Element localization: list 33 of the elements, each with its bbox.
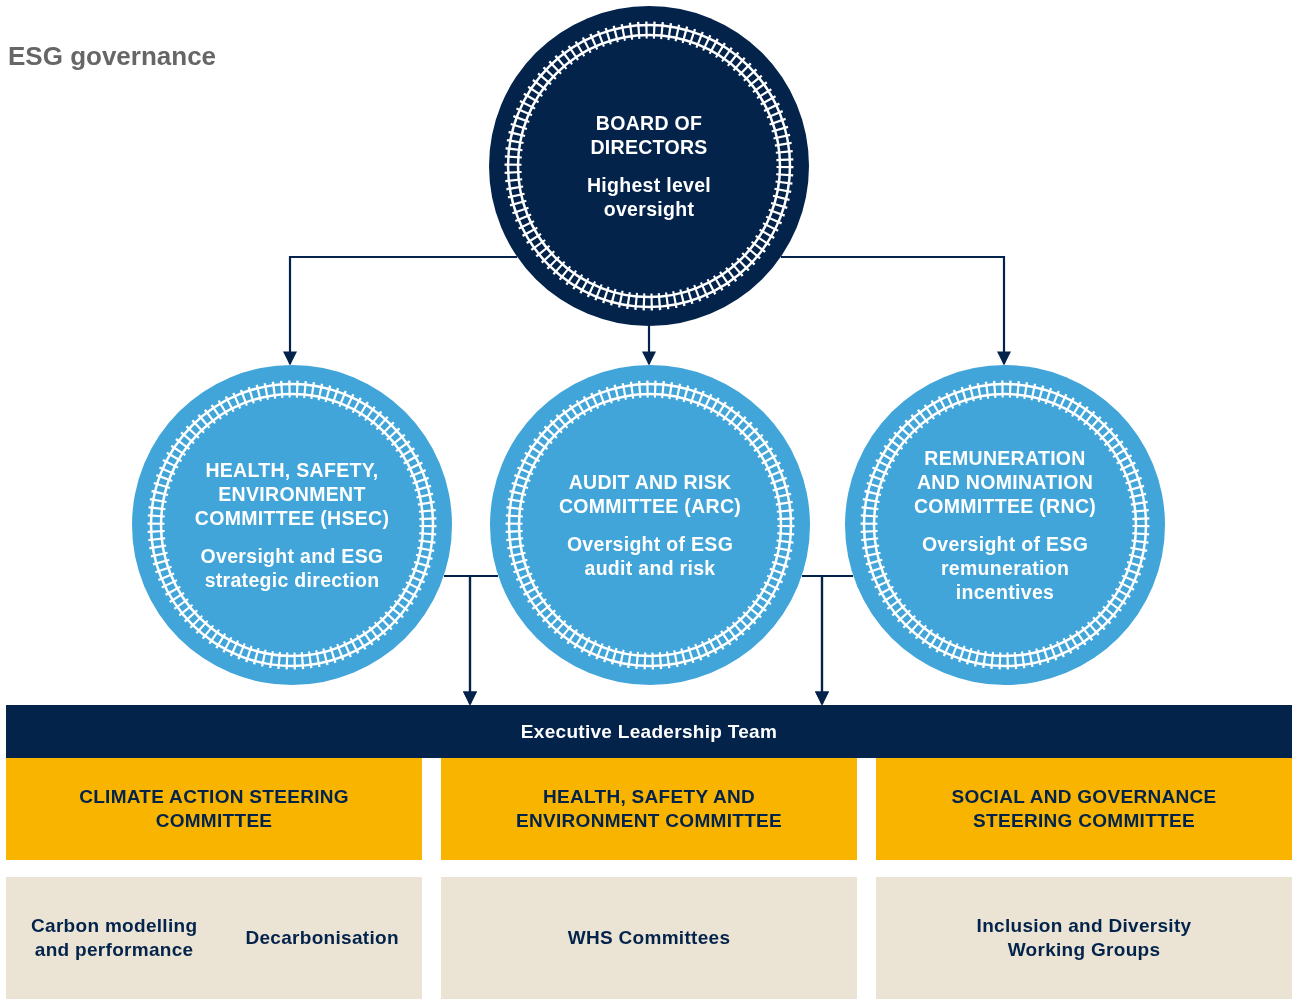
title: ESG governance — [8, 40, 218, 72]
committee-description: Oversight and ESG strategic direction — [199, 544, 385, 592]
committee-title: REMUNERATION AND NOMINATION COMMITTEE (RNC) — [912, 446, 1098, 518]
arrow — [463, 574, 498, 706]
working-group-box — [441, 877, 857, 999]
committee-title: AUDIT AND RISK COMMITTEE (ARC) — [557, 470, 743, 518]
committee-name: SOCIAL AND GOVERNANCE STEERING COMMITTEE — [950, 785, 1218, 833]
group-name: Inclusion and Diversity Working Groups — [975, 914, 1193, 962]
arrow — [815, 574, 853, 706]
committee-circle — [490, 365, 810, 685]
steering-committee-box — [6, 758, 422, 860]
steering-committee-box — [441, 758, 857, 860]
working-group-box — [876, 877, 1292, 999]
steering-committee-box — [876, 758, 1292, 860]
committee-description: Oversight of ESG audit and risk — [565, 532, 735, 580]
committee-circle — [132, 365, 452, 685]
committee-name: CLIMATE ACTION STEERING COMMITTEE — [78, 785, 350, 833]
group-name: WHS Committees — [567, 926, 731, 950]
working-group-box — [6, 877, 422, 999]
arrow — [283, 255, 517, 366]
band-title: Executive Leadership Team — [520, 719, 778, 744]
committee-description: Highest level oversight — [585, 173, 713, 221]
committee-description: Oversight of ESG remuneration incentives — [920, 532, 1090, 604]
board-title: BOARD OF DIRECTORS — [589, 111, 709, 159]
arrow — [642, 326, 656, 366]
committee-name: HEALTH, SAFETY AND ENVIRONMENT COMMITTEE — [515, 785, 783, 833]
arrow — [781, 255, 1011, 366]
leadership-band — [6, 705, 1292, 758]
committee-title: HEALTH, SAFETY, ENVIRONMENT COMMITTEE (HSEC) — [194, 458, 390, 530]
board-circle — [489, 6, 809, 326]
group-name: Decarbonisation — [245, 926, 399, 950]
group-name: Carbon modelling and performance — [30, 914, 199, 962]
committee-circle — [845, 365, 1165, 685]
